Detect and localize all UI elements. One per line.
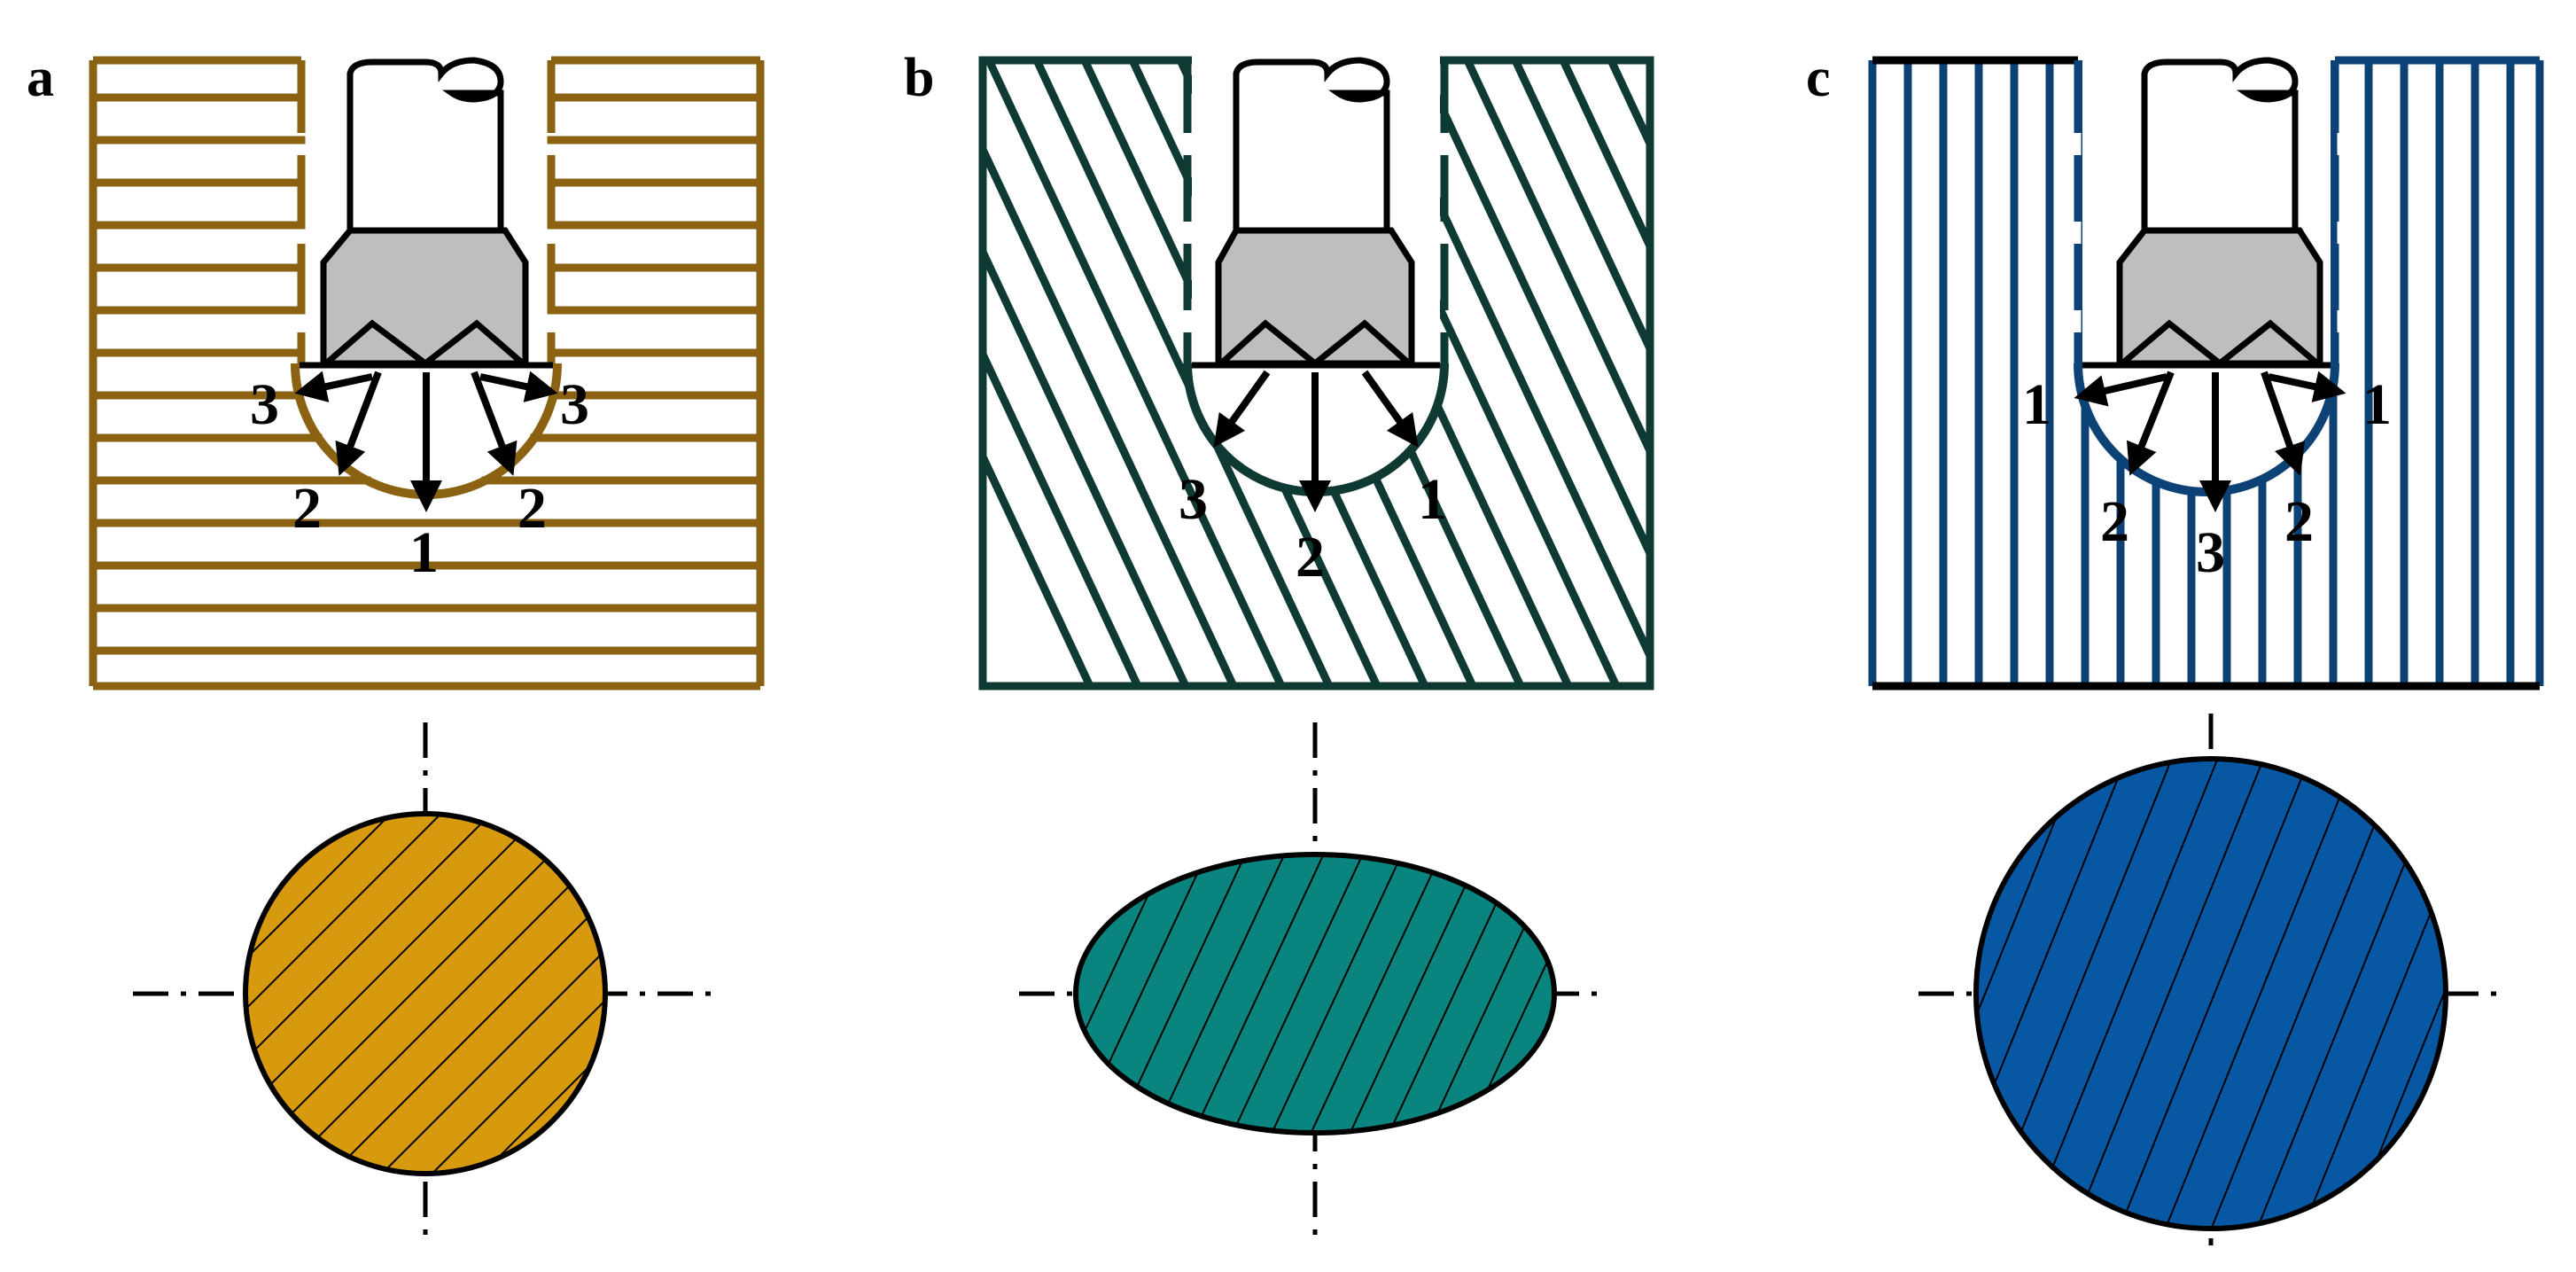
hatch-line: [983, 242, 1190, 686]
hatch-line: [983, 447, 1094, 686]
hatch-line: [1463, 60, 1650, 461]
hatch-line: [1511, 60, 1650, 358]
region-label: 3: [2196, 520, 2225, 585]
region-label: 2: [518, 476, 547, 541]
region-label: 1: [2022, 372, 2051, 437]
cross-section-b: [1019, 722, 1608, 1245]
hatch-line: [984, 60, 1286, 686]
panel-label: a: [27, 48, 54, 108]
region-label: 3: [1179, 467, 1208, 532]
panel-c: c 1 1 2 3 2: [1806, 48, 2544, 1245]
cross-section-c: [1918, 714, 2508, 1245]
hatch-line: [1707, 60, 1999, 686]
panel-b: b 3 2 1: [904, 48, 2047, 1245]
region-label: 2: [2284, 489, 2314, 554]
hatch-line: [983, 139, 1238, 686]
panel-label: b: [904, 48, 934, 108]
region-label: 3: [560, 372, 589, 437]
hatch-line: [1415, 60, 1650, 563]
region-label: 1: [1418, 467, 1447, 532]
hatch-line: [1559, 60, 1650, 256]
cross-section-a: [133, 722, 718, 1245]
drill-tool-icon: [1192, 57, 1440, 369]
arrow-icon: [2074, 371, 2346, 512]
arrow-icon: [1213, 370, 1419, 512]
region-label: 2: [292, 476, 322, 541]
region-label: 1: [2362, 372, 2392, 437]
region-label: 1: [409, 520, 439, 585]
hatch-line: [1755, 60, 2047, 686]
panel-label: c: [1806, 48, 1831, 108]
hatch-line: [983, 344, 1142, 686]
hatch-line: [1607, 60, 1650, 153]
drill-tool-icon: [300, 57, 553, 369]
drill-tool-icon: [2082, 57, 2331, 369]
arrow-icon: [294, 371, 558, 512]
panel-a: a 3 3 2 2 1: [27, 48, 765, 1245]
region-label: 3: [250, 372, 279, 437]
hatch-line: [1032, 60, 1334, 686]
region-label: 2: [2100, 489, 2129, 554]
region-label: 2: [1296, 525, 1325, 589]
